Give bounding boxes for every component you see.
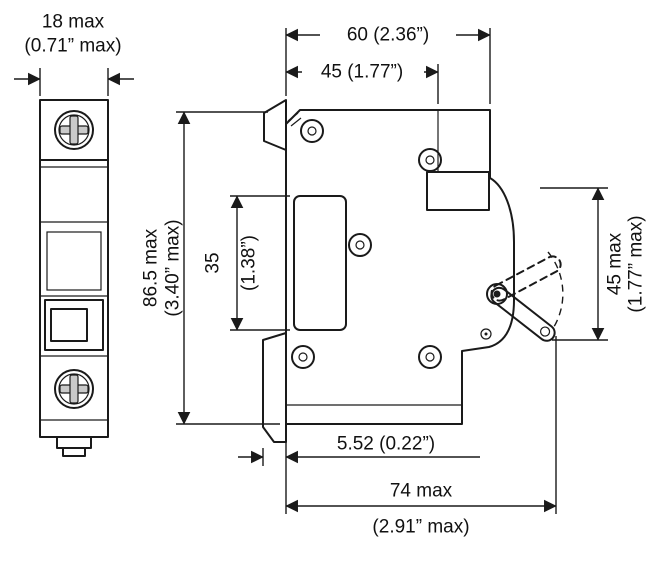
lever-travel-arc: [547, 251, 564, 331]
lever-pivot-dot: [493, 290, 501, 298]
dim-depth-with-handle: 74 max (2.91” max): [285, 336, 557, 538]
dim-label: (2.91” max): [372, 517, 469, 538]
dim-label: 5.52 (0.22”): [337, 434, 435, 455]
toggle-handle: [50, 308, 88, 342]
front-label-window: [46, 231, 102, 291]
hatch-mark: [287, 112, 299, 122]
dim-label: 86.5 max: [141, 228, 162, 307]
dim-label: 45 max: [605, 232, 626, 295]
side-toggle-lever: [480, 251, 564, 342]
dim-din-slot: 35 (1.38”): [203, 195, 290, 331]
side-view: [262, 99, 564, 443]
dim-label: (3.40” max): [163, 219, 184, 316]
front-bottom-tab: [56, 436, 92, 457]
dim-height-total: 86.5 max (3.40” max): [141, 111, 280, 425]
label-backing: [302, 61, 424, 83]
dim-depth-body: 45 (1.77”): [285, 61, 439, 104]
hatch-mark: [290, 117, 302, 127]
side-panel-detail: [426, 171, 490, 211]
label-backing: [320, 23, 456, 46]
dim-depth-total: 60 (2.36”): [285, 23, 491, 104]
dim-label: (1.77” max): [626, 215, 647, 312]
dim-label: (1.38”): [239, 235, 260, 291]
din-rail-recess: [293, 195, 347, 331]
toggle-recess: [44, 299, 104, 351]
dim-label: 45 (1.77”): [321, 62, 403, 83]
dim-label: (0.71” max): [24, 36, 121, 57]
dim-handle-zone: 45 max (1.77” max): [540, 187, 647, 341]
dim-label: 60 (2.36”): [347, 25, 429, 46]
side-body: [285, 109, 515, 425]
dim-label: 18 max: [42, 12, 105, 33]
din-clip-top: [263, 99, 287, 151]
din-clip-bottom: [262, 332, 287, 443]
lever: [490, 286, 556, 342]
dim-front-width: 18 max (0.71” max): [14, 12, 134, 96]
dim-label: 74 max: [390, 481, 453, 502]
lever-pivot: [486, 283, 508, 305]
dim-clip-offset: 5.52 (0.22”): [238, 430, 480, 466]
small-rivet-dot: [484, 332, 488, 336]
rivets: [291, 119, 442, 369]
lever-tip-dot: [539, 326, 551, 337]
top-terminal-screw: [54, 110, 94, 150]
small-rivet: [480, 328, 492, 340]
lever-alt-position: [490, 255, 562, 302]
front-view: [39, 99, 109, 457]
dim-label: 35: [203, 252, 224, 273]
bottom-terminal-screw: [54, 369, 94, 409]
